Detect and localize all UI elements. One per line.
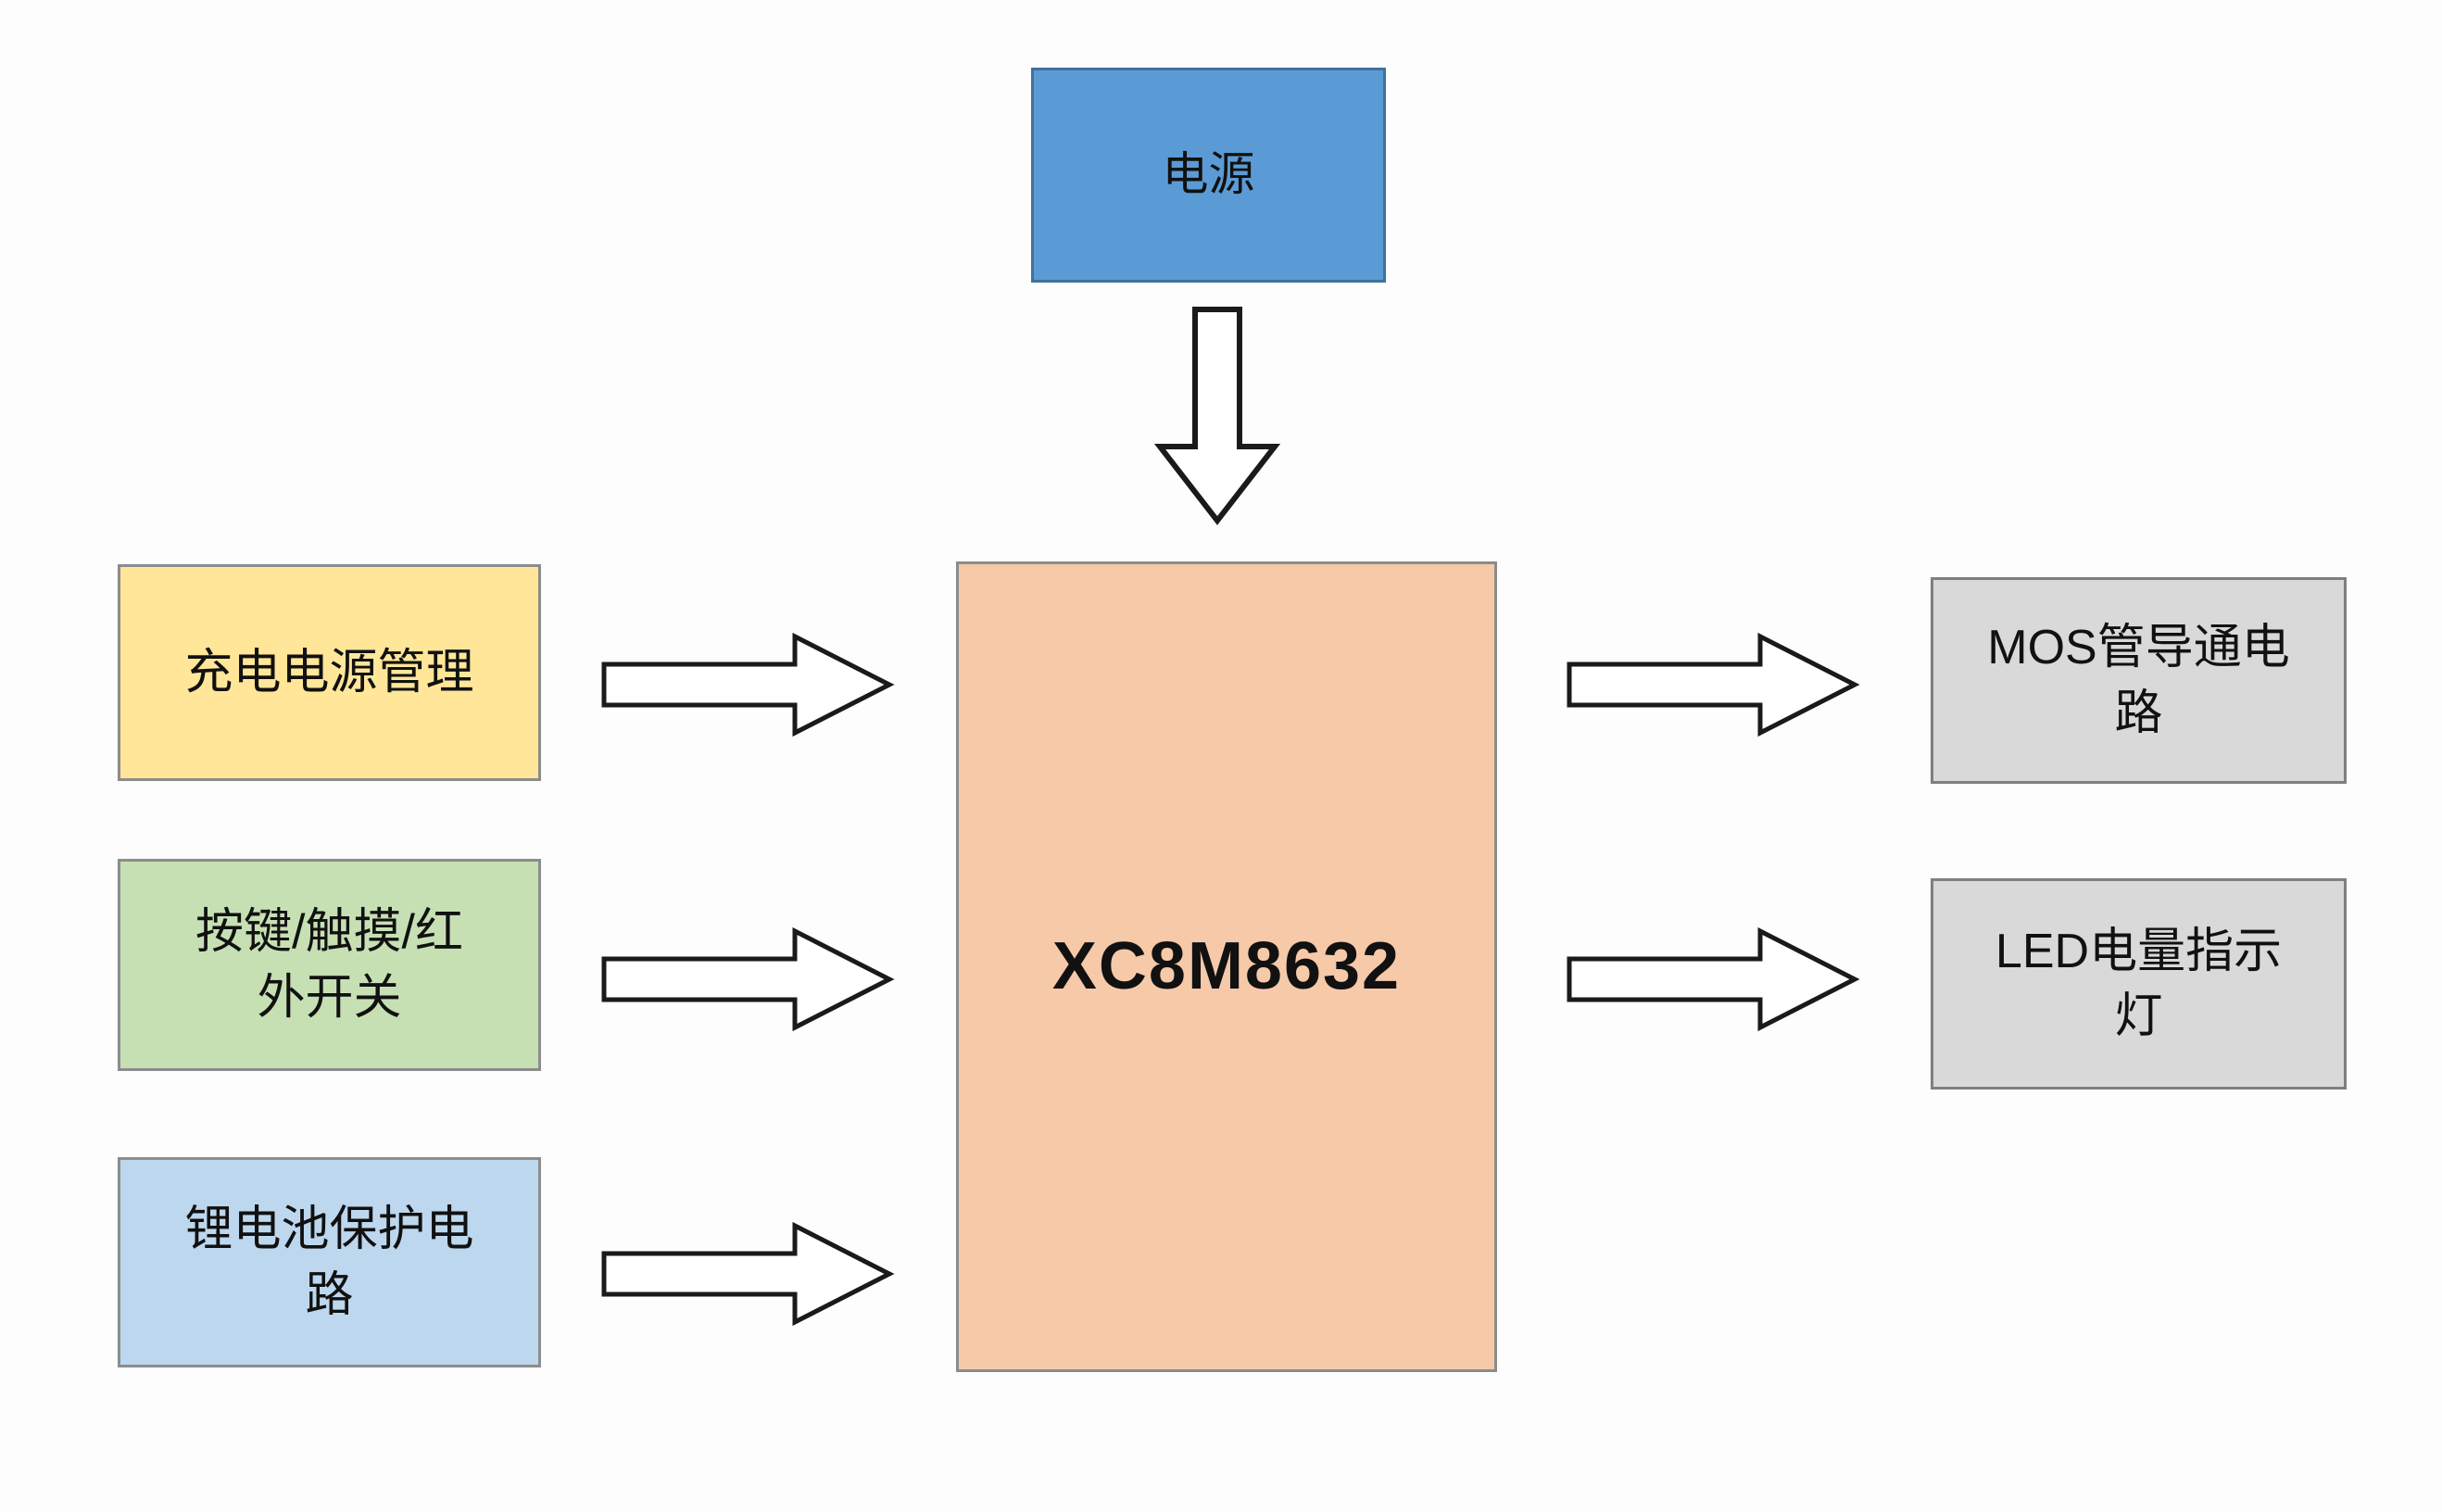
block-mos-conduction-circuit: MOS管导通电路	[1931, 577, 2347, 784]
block-lithium-battery-protection: 锂电池保护电路	[118, 1157, 541, 1367]
arrow-power-to-mcu-icon	[1153, 307, 1281, 525]
block-power-label: 电源	[1162, 148, 1255, 201]
block-mcu: XC8M8632	[956, 561, 1497, 1372]
arrow-mcu-to-mos-icon	[1567, 632, 1860, 737]
arrow-battery-to-mcu-icon	[601, 1221, 895, 1327]
block-charge-label: 充电电源管理	[184, 645, 474, 699]
block-power: 电源	[1031, 68, 1386, 283]
block-battery-label: 锂电池保护电路	[184, 1203, 474, 1322]
arrow-mcu-to-led-icon	[1567, 926, 1860, 1032]
block-key-touch-ir-switch: 按键/触摸/红外开关	[118, 859, 541, 1071]
block-switch-label: 按键/触摸/红外开关	[195, 905, 463, 1025]
block-mos-label: MOS管导通电路	[1987, 621, 2290, 740]
block-mcu-label: XC8M8632	[1051, 928, 1402, 1003]
block-led-label: LED电量指示灯	[1995, 924, 2283, 1043]
block-charge-power-management: 充电电源管理	[118, 564, 541, 781]
block-led-charge-indicator: LED电量指示灯	[1931, 878, 2347, 1090]
arrow-switch-to-mcu-icon	[601, 926, 895, 1032]
arrow-charge-to-mcu-icon	[601, 632, 895, 737]
